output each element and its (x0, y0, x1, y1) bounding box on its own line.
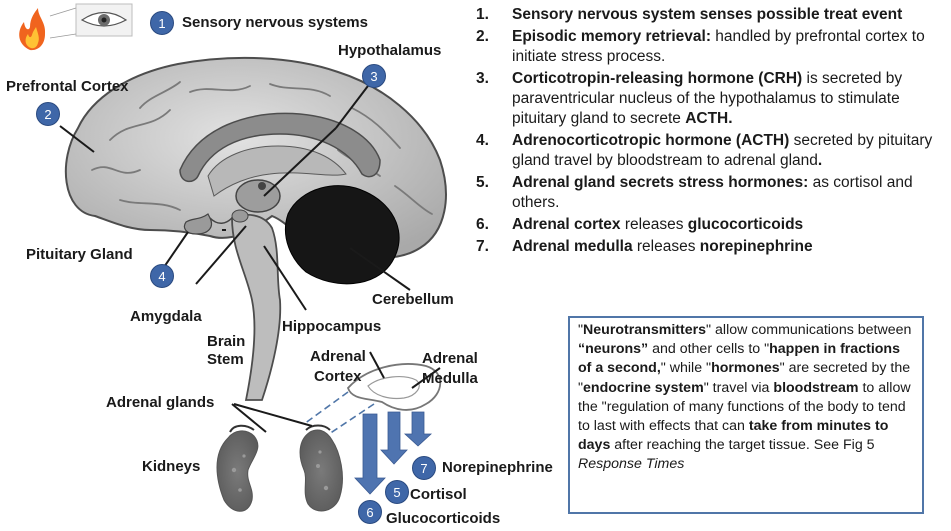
step-item: 2.Episodic memory retrieval: handled by … (476, 27, 948, 67)
step-text: Episodic memory retrieval: (512, 28, 711, 45)
step-item: 4.Adrenocorticotropic hormone (ACTH) sec… (476, 131, 948, 171)
right-kidney (300, 430, 342, 511)
glucocorticoids-label: Glucocorticoids (386, 510, 500, 527)
note-text: " allow communications between (706, 322, 911, 338)
brain-stem-label-line2: Stem (207, 351, 244, 368)
step-number: 1. (476, 5, 489, 25)
cortisol-label: Cortisol (410, 486, 467, 503)
prefrontal-cortex-label: Prefrontal Cortex (6, 78, 129, 95)
step-number: 3. (476, 69, 489, 89)
hippocampus-label: Hippocampus (282, 318, 381, 335)
steps-list: 1. Sensory nervous system senses possible… (476, 5, 948, 259)
step-text: Adrenal cortex (512, 216, 621, 233)
adrenal-glands-label: Adrenal glands (106, 394, 214, 411)
step-text: Adrenocorticotropic hormone (ACTH) (512, 132, 789, 149)
note-text: " travel via (704, 380, 774, 396)
step-marker-3: 3 (362, 64, 386, 88)
step-marker-2: 2 (36, 102, 60, 126)
adrenal-cortex-label-line2: Cortex (314, 368, 362, 385)
note-text: " while " (661, 360, 711, 376)
brain-stem-shape (232, 215, 280, 400)
eye-icon (76, 4, 132, 36)
step-item: 6. Adrenal cortex releases glucocorticoid… (476, 215, 948, 235)
norepinephrine-label: Norepinephrine (442, 459, 553, 476)
step-number: 7. (476, 237, 489, 257)
step-marker-1: 1 (150, 11, 174, 35)
cerebellum-label: Cerebellum (372, 291, 454, 308)
step-number: 2. (476, 27, 489, 47)
step-text: Adrenal medulla (512, 238, 633, 255)
note-text: bloodstream (773, 380, 858, 396)
step-item: 7. Adrenal medulla releases norepinephrin… (476, 237, 948, 257)
adrenal-medulla-label-line1: Adrenal (422, 350, 478, 367)
amygdala-label: Amygdala (130, 308, 202, 325)
step-marker-7: 7 (412, 456, 436, 480)
step-text: releases (633, 238, 700, 255)
note-text: hormones (711, 360, 780, 376)
note-text: after reaching the target tissue. See Fi… (610, 437, 874, 453)
adrenal-medulla-label-line2: Medulla (422, 370, 478, 387)
fire-icon (19, 8, 45, 50)
step-text: Adrenal gland secrets stress hormones: (512, 174, 808, 191)
step-text: releases (621, 216, 688, 233)
pituitary-gland-label: Pituitary Gland (26, 246, 133, 263)
step-text: Corticotropin-releasing hormone (CRH) (512, 70, 802, 87)
left-kidney (217, 431, 258, 511)
sensory-label: Sensory nervous systems (182, 14, 368, 31)
step-text: Sensory nervous system senses possible t… (512, 6, 902, 23)
step-marker-6: 6 (358, 500, 382, 524)
step-item: 1. Sensory nervous system senses possible… (476, 5, 948, 25)
adrenal-cortex-label-line1: Adrenal (310, 348, 366, 365)
step-marker-4: 4 (150, 264, 174, 288)
step-text: . (818, 152, 822, 169)
step-text: glucocorticoids (688, 216, 803, 233)
step-text: norepinephrine (700, 238, 813, 255)
step-item: 3.Corticotropin-releasing hormone (CRH) … (476, 69, 948, 129)
step-number: 4. (476, 131, 489, 151)
note-text: Neurotransmitters (583, 322, 706, 338)
step-item: 5. Adrenal gland secrets stress hormones:… (476, 173, 948, 213)
hypothalamus-label: Hypothalamus (338, 42, 441, 59)
neurotransmitter-note: "Neurotransmitters" allow communications… (568, 316, 924, 514)
note-text: Response Times (578, 456, 684, 472)
step-number: 5. (476, 173, 489, 193)
step-marker-5: 5 (385, 480, 409, 504)
kidneys-label: Kidneys (142, 458, 200, 475)
note-text: endocrine system (583, 380, 704, 396)
note-text: “neurons” (578, 341, 648, 357)
brain-stem-label-line1: Brain (207, 333, 245, 350)
step-text: ACTH. (685, 110, 732, 127)
note-text: and other cells to " (648, 341, 769, 357)
step-number: 6. (476, 215, 489, 235)
